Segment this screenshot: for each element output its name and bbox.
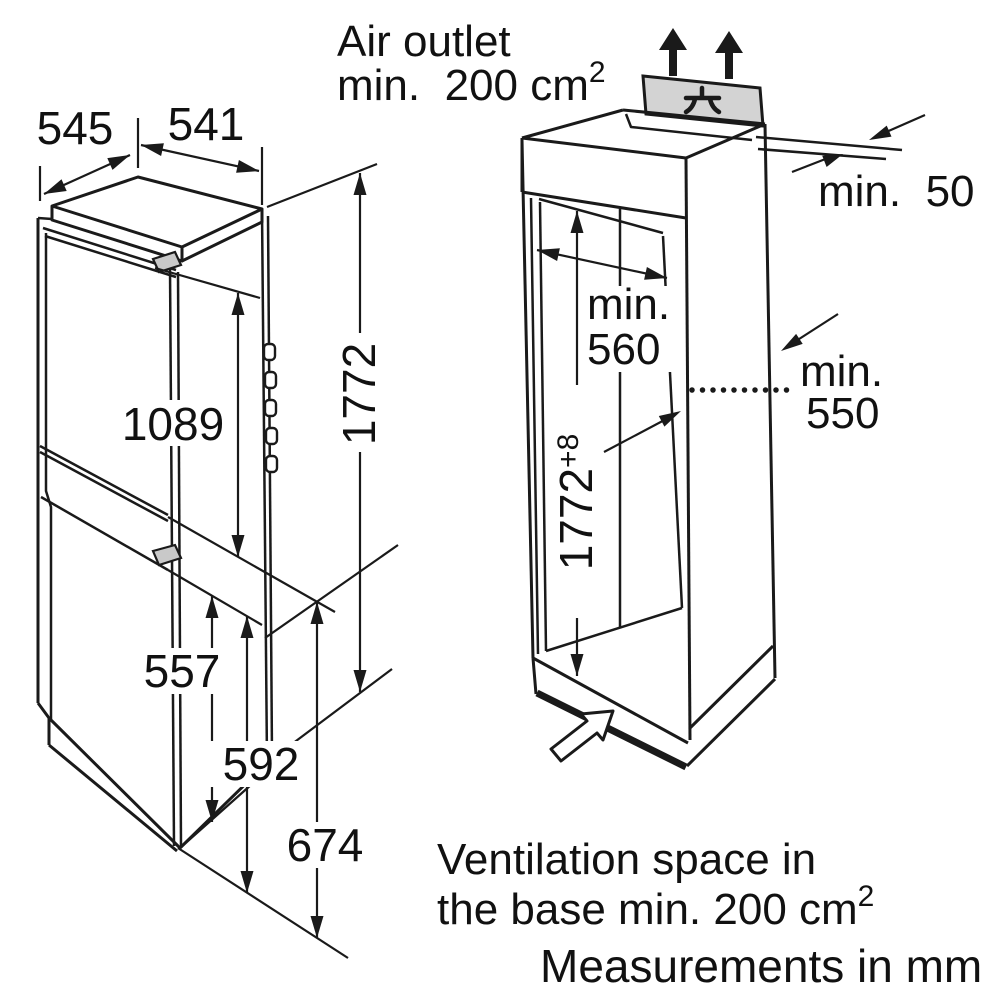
hinge-bumps bbox=[262, 342, 279, 474]
air-in-arrow bbox=[549, 709, 615, 763]
dim-min-560 bbox=[536, 248, 668, 280]
dim-557-label: 557 bbox=[144, 645, 221, 697]
niche-drawing: Air outlet min. 200 cm2 bbox=[337, 17, 975, 771]
air-out-arrow-right bbox=[715, 31, 743, 79]
dim-592-label: 592 bbox=[223, 738, 300, 790]
dim-674-label: 674 bbox=[287, 819, 364, 871]
fridge-body bbox=[36, 209, 279, 853]
ventilation-note-line2: the base min. 200 cm2 bbox=[437, 880, 874, 934]
dim-1089 bbox=[231, 293, 245, 557]
min-550-label-line2: 550 bbox=[806, 389, 879, 438]
dim-niche-height bbox=[570, 211, 681, 676]
units-note: Measurements in mm bbox=[540, 940, 982, 992]
dim-541-label: 541 bbox=[168, 98, 245, 150]
air-outlet-note-line1: Air outlet bbox=[337, 17, 511, 66]
dim-674 bbox=[310, 602, 324, 938]
ventilation-note-value: the base min. 200 cm bbox=[437, 885, 858, 934]
min-50-label: min. 50 bbox=[818, 167, 975, 216]
air-out-arrow-left bbox=[659, 28, 687, 76]
lower-door-handle bbox=[151, 543, 183, 567]
min-560-label-line2: 560 bbox=[587, 325, 660, 374]
vent-panel-group bbox=[641, 28, 765, 128]
min-550-label-line1: min. bbox=[800, 347, 883, 396]
dim-541 bbox=[140, 143, 260, 173]
dim-1772-label: 1772 bbox=[333, 343, 385, 445]
dim-min-550 bbox=[689, 313, 839, 393]
niche-height-tolerance: +8 bbox=[552, 434, 585, 468]
footer-notes: Ventilation space in the base min. 200 c… bbox=[437, 835, 982, 992]
dim-545-label: 545 bbox=[37, 102, 114, 154]
dim-557 bbox=[205, 596, 219, 822]
ventilation-superscript: 2 bbox=[858, 880, 875, 913]
dim-1089-label: 1089 bbox=[122, 398, 224, 450]
niche-structure bbox=[520, 108, 777, 771]
niche-height-value: 1772 bbox=[550, 468, 602, 570]
fridge-drawing: 545 541 1089 1772 557 592 674 bbox=[36, 98, 399, 959]
vent-grille-icon bbox=[683, 85, 722, 115]
dim-545 bbox=[43, 153, 131, 196]
air-outlet-superscript: 2 bbox=[589, 56, 606, 89]
dim-min-50 bbox=[755, 113, 926, 174]
ventilation-note-line1: Ventilation space in bbox=[437, 835, 816, 884]
air-outlet-note-line2: min. 200 cm2 bbox=[337, 56, 606, 110]
niche-height-label: 1772+8 bbox=[550, 434, 602, 571]
dim-1772-appliance bbox=[353, 173, 367, 692]
air-outlet-value: min. 200 cm bbox=[337, 61, 589, 110]
min-560-label-line1: min. bbox=[587, 280, 670, 329]
